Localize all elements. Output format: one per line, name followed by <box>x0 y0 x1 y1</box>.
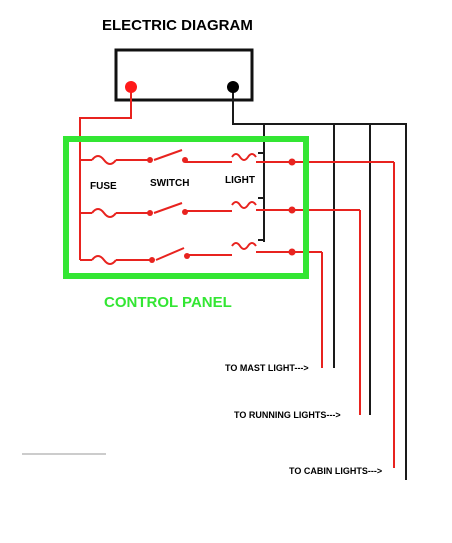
mast-light-label: TO MAST LIGHT---> <box>225 363 309 373</box>
control-panel-label: CONTROL PANEL <box>104 294 232 311</box>
fuse-label: FUSE <box>90 181 117 192</box>
switch-label: SWITCH <box>150 178 189 189</box>
cabin-lights-label: TO CABIN LIGHTS---> <box>289 466 382 476</box>
negative-bus <box>232 88 407 480</box>
control-panel-border <box>63 136 309 279</box>
diagram-title: ELECTRIC DIAGRAM <box>102 17 253 34</box>
battery-positive-terminal <box>125 81 137 93</box>
running-lights-label: TO RUNNING LIGHTS---> <box>234 410 341 420</box>
positive-wiring <box>79 88 395 468</box>
battery-negative-terminal <box>227 81 239 93</box>
battery-box <box>114 48 254 102</box>
junction-dots <box>147 157 296 263</box>
light-label: LIGHT <box>225 175 255 186</box>
